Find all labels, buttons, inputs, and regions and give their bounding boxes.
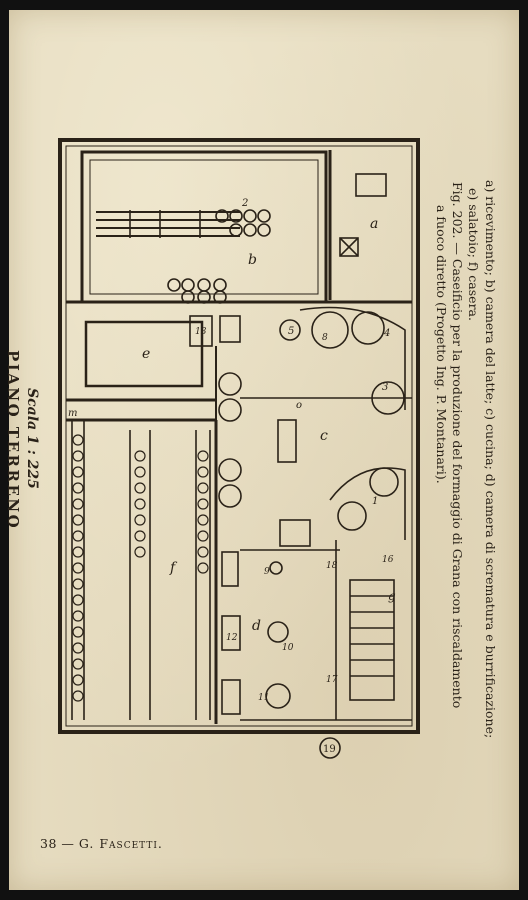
plan-title: PIANO TERRENO [4,350,22,531]
label-19: 19 [323,744,336,755]
label-18: 18 [326,561,338,571]
label-17: 17 [326,675,338,685]
outer-wall [58,138,420,734]
label-a: a [370,216,378,232]
room-e-tank [84,320,204,388]
label-4: 4 [383,328,390,339]
label-11: 11 [258,693,269,703]
label-b: b [248,252,257,268]
label-d: d [252,618,261,634]
label-e: e [142,346,150,362]
plan-scale: Scala 1 : 225 [24,388,40,489]
staircase [349,579,395,701]
page-footer: 38 — G. Fascetti. [40,836,163,851]
label-9: 9 [264,567,270,577]
label-g: g [388,589,396,603]
book-page [9,10,519,890]
label-1: 1 [372,496,378,507]
label-8: 8 [322,333,328,343]
label-3: 3 [382,382,388,393]
label-m: m [68,408,77,419]
caption-line-2: a fuoco diretto (Progetto Ing. P. Montan… [434,205,449,484]
caption-line-4: e) salatoio; f) casera. [466,188,481,321]
marker-19 [319,737,341,759]
label-16: 16 [382,555,394,565]
label-13: 13 [195,327,207,337]
label-5: 5 [288,326,294,337]
author-name: G. Fascetti. [78,836,163,851]
inner-wall-line [65,145,413,727]
label-o: o [296,400,302,411]
label-10: 10 [282,643,294,653]
caption-line-1: Fig. 202. — Caseificio per la produzione… [450,182,465,709]
label-f: f [169,560,178,576]
label-12: 12 [226,633,238,643]
footer-dash: — [61,836,75,851]
label-c: c [320,428,328,444]
label-2: 2 [241,198,248,209]
page-number: 38 [40,836,57,851]
caption-line-3: a) ricevimento; b) camera del latte; c) … [483,180,498,739]
